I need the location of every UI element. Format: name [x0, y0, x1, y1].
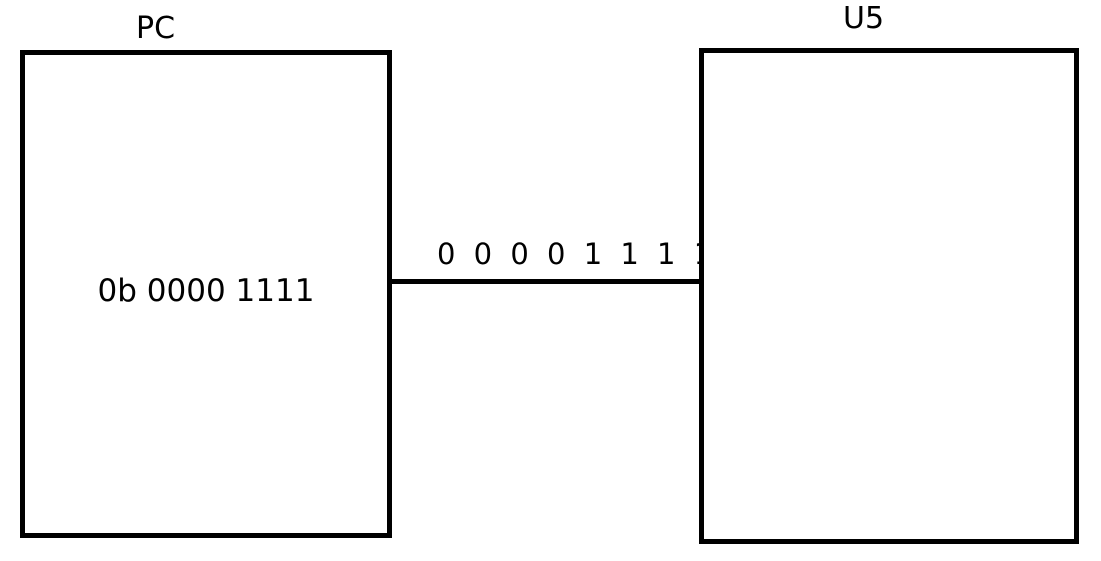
u5-block [699, 48, 1079, 544]
bus-bits: 0 0 0 0 1 1 1 1 [437, 240, 721, 269]
bus-bit: 1 [620, 237, 639, 271]
bus-bit: 0 [473, 237, 493, 271]
bus-bit: 1 [657, 237, 676, 271]
pc-title: PC [136, 11, 176, 46]
pc-block: 0b 0000 1111 [20, 50, 392, 538]
bus-bit: 1 [583, 237, 603, 271]
bus-bit: 0 [547, 237, 566, 271]
u5-title: U5 [843, 1, 885, 36]
pc-value: 0b 0000 1111 [97, 273, 315, 309]
bus-bit: 0 [437, 237, 456, 271]
wire [390, 279, 701, 284]
bus-bit: 0 [510, 237, 529, 271]
